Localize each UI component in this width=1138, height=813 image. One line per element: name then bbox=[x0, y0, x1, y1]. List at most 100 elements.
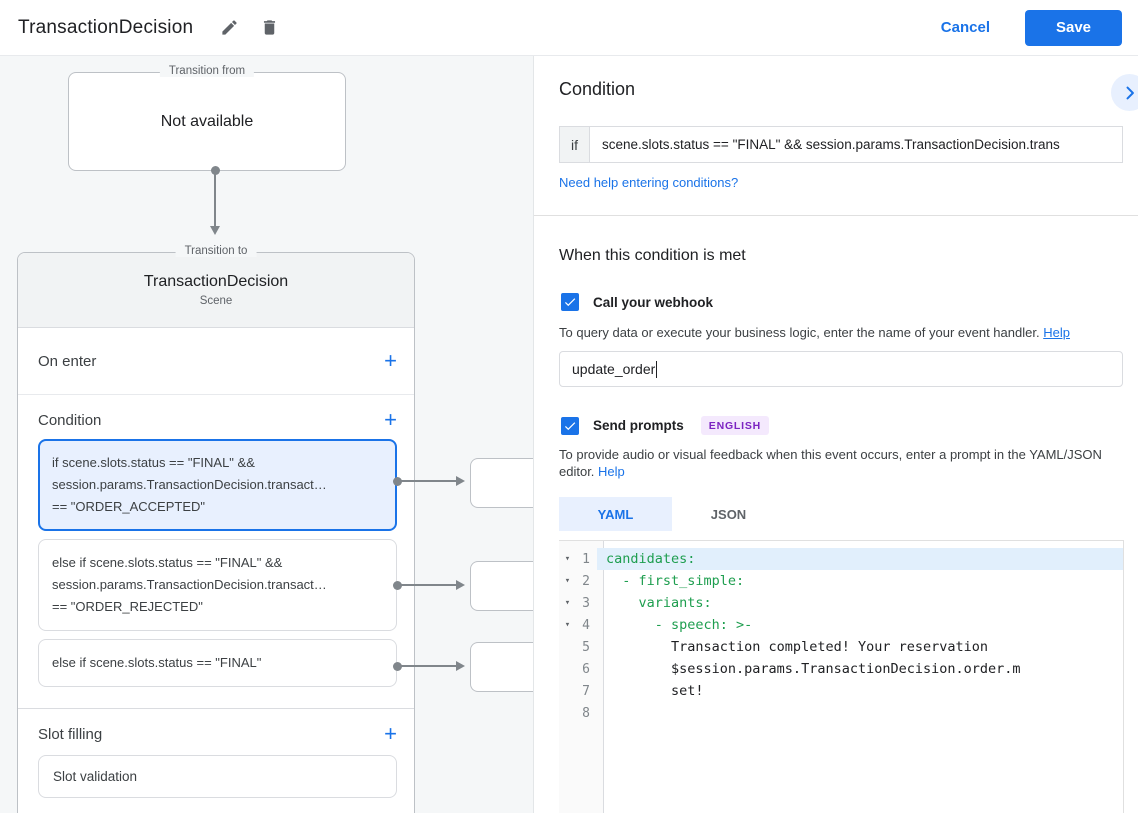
slot-validation-card[interactable]: Slot validation bbox=[38, 755, 397, 798]
prompts-check-row: Send prompts ENGLISH bbox=[561, 416, 770, 435]
call-webhook-checkbox[interactable] bbox=[561, 293, 579, 311]
connector-line bbox=[400, 584, 456, 586]
transition-from-box: Transition from Not available bbox=[68, 65, 346, 171]
section-divider bbox=[18, 708, 414, 709]
transition-from-content: Not available bbox=[160, 112, 254, 130]
cancel-button[interactable]: Cancel bbox=[940, 19, 990, 36]
text-caret bbox=[656, 360, 658, 378]
webhook-input-value: update_order bbox=[572, 361, 656, 377]
transition-target-node-3[interactable] bbox=[470, 642, 533, 692]
line-number: 8 bbox=[582, 705, 590, 721]
condition-card-line: else if scene.slots.status == "FINAL" bbox=[52, 655, 262, 670]
line-number: 3 bbox=[582, 595, 590, 611]
condition-section: Condition + if scene.slots.status == "FI… bbox=[18, 395, 414, 687]
editor-line: 6 $session.params.TransactionDecision.or… bbox=[559, 658, 1123, 680]
line-number: 7 bbox=[582, 683, 590, 699]
tab-json[interactable]: JSON bbox=[710, 506, 747, 522]
flow-canvas: Transition from Not available Transition… bbox=[0, 56, 533, 813]
line-number: 2 bbox=[582, 573, 590, 589]
prompts-description-text: To provide audio or visual feedback when… bbox=[559, 447, 1102, 479]
editor-line: ▾ 4 - speech: >- bbox=[559, 614, 1123, 636]
code-line[interactable]: $session.params.TransactionDecision.orde… bbox=[606, 661, 1021, 677]
transition-from-legend: Transition from bbox=[159, 65, 255, 77]
condition-card-1[interactable]: if scene.slots.status == "FINAL" && sess… bbox=[38, 439, 397, 531]
line-number: 1 bbox=[582, 551, 590, 567]
condition-card-line: else if scene.slots.status == "FINAL" && bbox=[52, 555, 283, 570]
collapse-panel-button[interactable] bbox=[1111, 74, 1138, 111]
checkmark-icon bbox=[564, 421, 576, 430]
fold-arrow-icon[interactable]: ▾ bbox=[564, 576, 571, 586]
code-line[interactable]: - speech: >- bbox=[606, 617, 753, 633]
transition-target-node-1[interactable] bbox=[470, 458, 533, 508]
condition-card-line: session.params.TransactionDecision.trans… bbox=[52, 577, 327, 592]
conditions-help-link[interactable]: Need help entering conditions? bbox=[559, 175, 739, 190]
fold-arrow-icon[interactable]: ▾ bbox=[564, 620, 571, 630]
connector-dot bbox=[393, 477, 402, 486]
editor-gutter bbox=[559, 541, 604, 813]
add-condition-icon[interactable]: + bbox=[384, 407, 397, 432]
connector-dot bbox=[393, 581, 402, 590]
scene-type-label: Scene bbox=[199, 295, 233, 307]
line-number: 6 bbox=[582, 661, 590, 677]
prompts-help-link[interactable]: Help bbox=[598, 464, 625, 479]
line-number: 5 bbox=[582, 639, 590, 655]
on-enter-label: On enter bbox=[38, 352, 97, 370]
code-line[interactable]: variants: bbox=[606, 595, 712, 611]
fold-arrow-icon[interactable]: ▾ bbox=[564, 598, 571, 608]
tab-yaml[interactable]: YAML bbox=[559, 497, 672, 531]
webhook-input[interactable]: update_order bbox=[559, 351, 1123, 387]
editor-rows: ▾ 1 candidates: ▾ 2 - first_simple: ▾ 3 … bbox=[559, 548, 1123, 724]
code-line[interactable]: Transaction completed! Your reservation bbox=[606, 639, 989, 655]
panel-divider bbox=[534, 215, 1138, 216]
condition-card-line: session.params.TransactionDecision.trans… bbox=[52, 477, 327, 492]
condition-card-line: == "ORDER_REJECTED" bbox=[52, 599, 203, 614]
editor-line: ▾ 1 candidates: bbox=[559, 548, 1123, 570]
transition-target-node-2[interactable] bbox=[470, 561, 533, 611]
code-line[interactable] bbox=[597, 702, 1123, 724]
condition-expression-input[interactable]: scene.slots.status == "FINAL" && session… bbox=[602, 137, 1060, 152]
transition-to-legend: Transition to bbox=[175, 245, 257, 257]
condition-card-line: == "ORDER_ACCEPTED" bbox=[52, 499, 205, 514]
send-prompts-checkbox[interactable] bbox=[561, 416, 579, 435]
fold-arrow-icon[interactable]: ▾ bbox=[564, 554, 571, 564]
code-line[interactable]: candidates: bbox=[597, 548, 1123, 570]
language-badge: ENGLISH bbox=[700, 416, 770, 435]
edit-title-button[interactable] bbox=[215, 14, 243, 42]
panel-title: Condition bbox=[559, 79, 636, 99]
topbar-actions: Cancel Save bbox=[940, 9, 1122, 46]
condition-card-3[interactable]: else if scene.slots.status == "FINAL" bbox=[38, 639, 397, 687]
condition-section-head: Condition + bbox=[38, 407, 397, 433]
prompts-description: To provide audio or visual feedback when… bbox=[559, 446, 1119, 480]
line-number: 4 bbox=[582, 617, 590, 633]
code-line[interactable]: - first_simple: bbox=[606, 573, 745, 589]
webhook-description-text: To query data or execute your business l… bbox=[559, 325, 1040, 340]
condition-detail-panel: Condition if scene.slots.status == "FINA… bbox=[533, 56, 1138, 813]
top-bar: TransactionDecision Cancel Save bbox=[0, 0, 1138, 56]
page-title: TransactionDecision bbox=[18, 16, 194, 38]
webhook-help-link[interactable]: Help bbox=[1043, 325, 1070, 340]
slot-filling-section: Slot filling + Slot validation bbox=[18, 709, 414, 798]
yaml-code-editor[interactable]: ▾ 1 candidates: ▾ 2 - first_simple: ▾ 3 … bbox=[559, 540, 1124, 813]
condition-card-2[interactable]: else if scene.slots.status == "FINAL" &&… bbox=[38, 539, 397, 631]
code-line[interactable]: set! bbox=[606, 683, 704, 699]
trash-icon bbox=[263, 20, 275, 35]
connector-arrowhead bbox=[456, 476, 465, 486]
webhook-check-row: Call your webhook bbox=[561, 293, 713, 311]
connector-arrowhead bbox=[456, 580, 465, 590]
save-button[interactable]: Save bbox=[1025, 9, 1122, 46]
pencil-icon bbox=[222, 20, 237, 35]
scene-card-header: TransactionDecision Scene bbox=[18, 253, 414, 328]
slot-filling-head: Slot filling + bbox=[38, 721, 397, 747]
editor-line: ▾ 2 - first_simple: bbox=[559, 570, 1123, 592]
connector-line bbox=[400, 665, 456, 667]
connector-dot bbox=[393, 662, 402, 671]
add-on-enter-icon[interactable]: + bbox=[384, 348, 397, 373]
on-enter-row[interactable]: On enter + bbox=[18, 328, 414, 395]
connector-dot bbox=[211, 166, 220, 175]
add-slot-icon[interactable]: + bbox=[384, 721, 397, 746]
condition-expression-field: if scene.slots.status == "FINAL" && sess… bbox=[559, 126, 1123, 163]
editor-format-tabs: YAML JSON bbox=[559, 497, 785, 531]
condition-section-label: Condition bbox=[38, 411, 102, 429]
delete-scene-button[interactable] bbox=[255, 14, 283, 42]
